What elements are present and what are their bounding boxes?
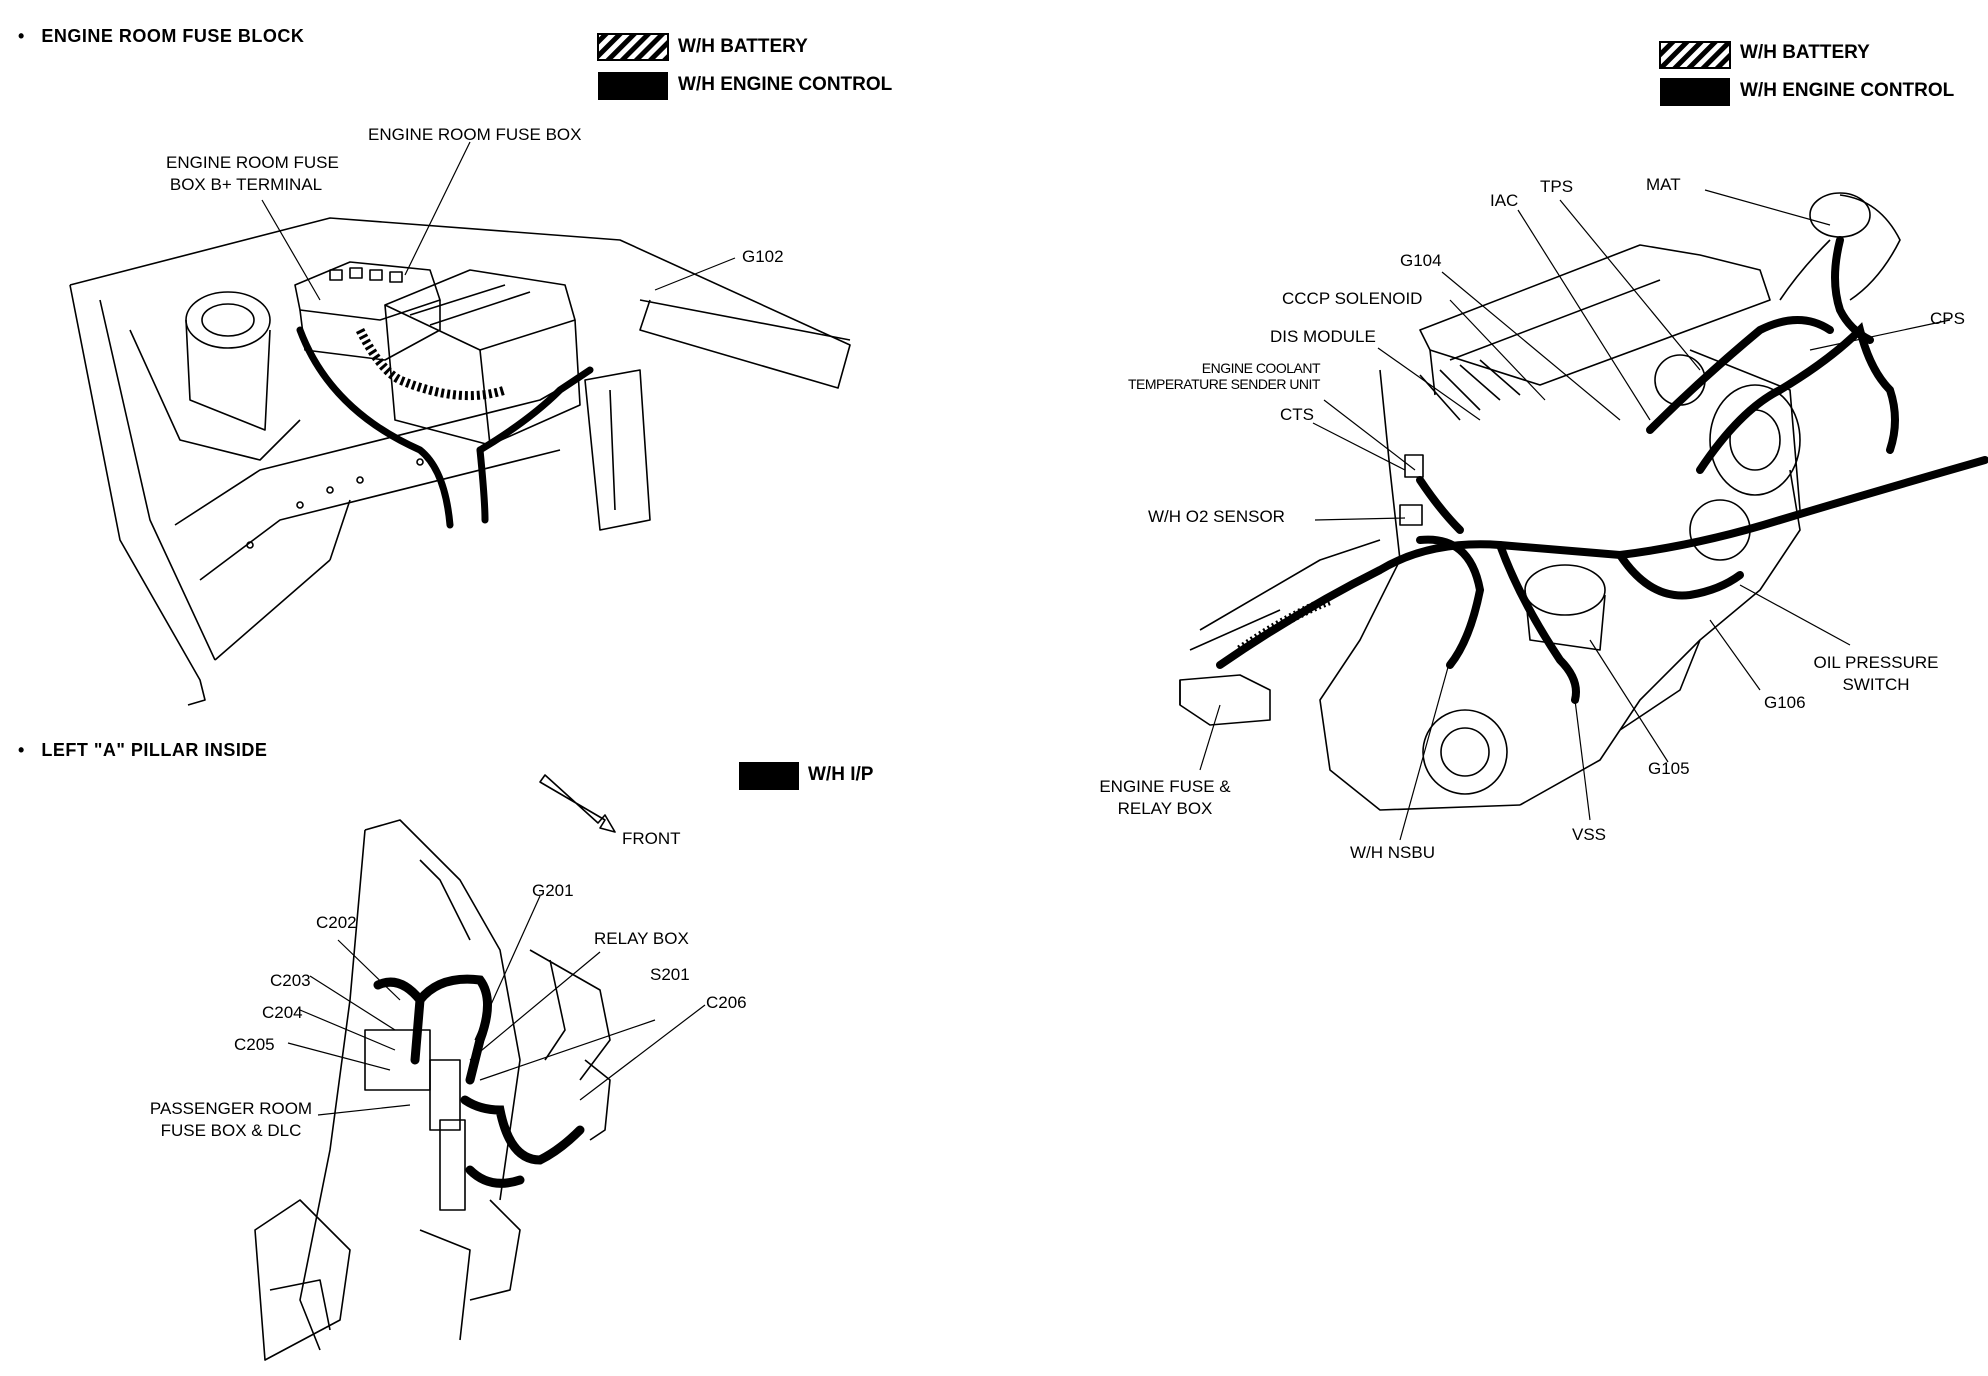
label-wh-nsbu: W/H NSBU xyxy=(1350,843,1435,862)
label-g102: G102 xyxy=(742,247,784,266)
label-g106: G106 xyxy=(1764,693,1806,712)
label-cts: CTS xyxy=(1280,405,1314,424)
label-mat: MAT xyxy=(1646,175,1681,194)
engine-drawing xyxy=(1179,192,1901,811)
battery-harness xyxy=(355,327,507,401)
legend-battery-label: W/H BATTERY xyxy=(678,36,808,57)
ip-harness xyxy=(373,974,585,1188)
pillar-title-text: LEFT "A" PILLAR INSIDE xyxy=(41,740,268,760)
label-g105: G105 xyxy=(1648,759,1690,778)
label-line: PASSENGER ROOM xyxy=(149,1099,313,1118)
legend-battery-label-right: W/H BATTERY xyxy=(1740,42,1870,63)
engine-control-harness xyxy=(296,326,594,529)
front-arrow-icon xyxy=(539,774,616,833)
engine-battery-harness xyxy=(1237,595,1332,655)
label-line: ENGINE FUSE & xyxy=(1099,777,1231,796)
label-front: FRONT xyxy=(622,829,681,848)
battery-legend-swatch xyxy=(597,33,669,61)
label-line: FUSE BOX & DLC xyxy=(160,1121,302,1140)
label-g104: G104 xyxy=(1400,251,1442,270)
fuse-block-leaders xyxy=(261,141,736,301)
battery-legend-swatch-right xyxy=(1659,41,1731,69)
label-wh-o2-sensor: W/H O2 SENSOR xyxy=(1148,507,1285,526)
label-iac: IAC xyxy=(1490,191,1519,210)
label-cps: CPS xyxy=(1930,309,1965,328)
engine-leaders xyxy=(1199,189,1951,841)
label-s201: S201 xyxy=(650,965,690,984)
label-dis-module: DIS MODULE xyxy=(1270,327,1376,346)
pillar-leaders xyxy=(287,895,706,1116)
engine-room-title-text: ENGINE ROOM FUSE BLOCK xyxy=(41,26,305,46)
label-c202: C202 xyxy=(316,913,357,932)
label-line: OIL PRESSURE xyxy=(1813,653,1939,672)
section-bullet: • xyxy=(18,740,25,760)
label-tps: TPS xyxy=(1540,177,1574,196)
label-cccp-solenoid: CCCP SOLENOID xyxy=(1282,289,1423,308)
label-c205: C205 xyxy=(234,1035,275,1054)
engine-room-section-title: • ENGINE ROOM FUSE BLOCK xyxy=(18,26,304,47)
legend-engine-control-label: W/H ENGINE CONTROL xyxy=(678,74,893,95)
ip-legend-swatch xyxy=(739,762,799,790)
engine-control-legend-swatch xyxy=(598,72,668,100)
label-c206: C206 xyxy=(706,993,747,1012)
legend-ip-label: W/H I/P xyxy=(808,764,874,785)
a-pillar-drawing xyxy=(254,774,616,1361)
label-engine-fuse-relay-box: ENGINE FUSE & RELAY BOX xyxy=(1090,776,1240,820)
section-bullet: • xyxy=(18,26,25,46)
label-fuse-box-b-plus-terminal: ENGINE ROOM FUSE BOX B+ TERMINAL xyxy=(166,152,339,196)
label-line: TEMPERATURE SENDER UNIT xyxy=(1127,376,1321,392)
label-passenger-fuse-box: PASSENGER ROOM FUSE BOX & DLC xyxy=(136,1098,326,1142)
label-relay-box: RELAY BOX xyxy=(594,929,689,948)
engine-room-fuse-block-drawing xyxy=(69,217,851,706)
label-line: RELAY BOX xyxy=(1117,799,1213,818)
label-c204: C204 xyxy=(262,1003,303,1022)
label-engine-room-fuse-box: ENGINE ROOM FUSE BOX xyxy=(368,125,582,144)
label-line: SWITCH xyxy=(1842,675,1910,694)
label-line: BOX B+ TERMINAL xyxy=(169,175,323,194)
label-line: ENGINE ROOM FUSE xyxy=(166,153,339,172)
label-g201: G201 xyxy=(532,881,574,900)
legend-engine-control-label-right: W/H ENGINE CONTROL xyxy=(1740,80,1955,101)
label-line: ENGINE COOLANT xyxy=(1201,360,1321,376)
label-vss: VSS xyxy=(1572,825,1607,844)
label-oil-pressure-switch: OIL PRESSURE SWITCH xyxy=(1806,652,1946,696)
engine-control-legend-swatch-right xyxy=(1660,78,1730,106)
label-engine-coolant-temp-sender: ENGINE COOLANT TEMPERATURE SENDER UNIT xyxy=(1104,360,1321,392)
label-c203: C203 xyxy=(270,971,311,990)
engine-harness xyxy=(1216,236,1988,704)
pillar-section-title: • LEFT "A" PILLAR INSIDE xyxy=(18,740,267,761)
